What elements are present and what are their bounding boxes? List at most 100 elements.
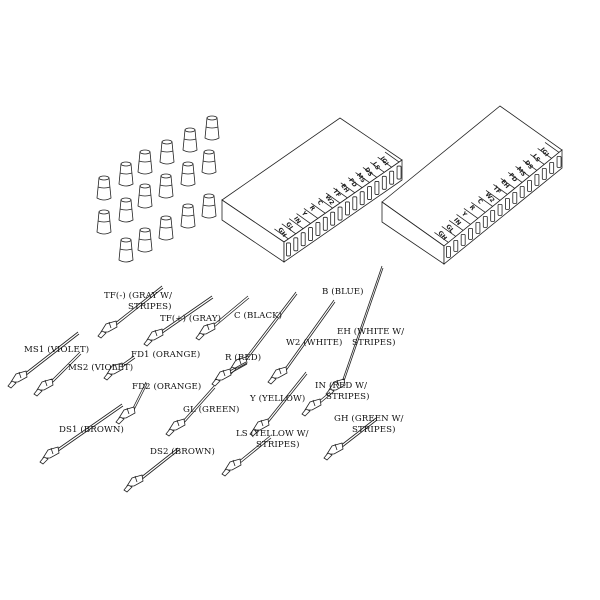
connector-slot [300, 232, 306, 247]
wire-nut-icon [204, 115, 220, 141]
connector-terminal-label: GH [276, 226, 287, 238]
connector-slot [359, 191, 365, 206]
connector-terminal-label: GH [436, 230, 448, 242]
connector-slot-top [355, 172, 370, 183]
connector-terminal-label: FD [347, 177, 358, 188]
connector-slot [322, 216, 328, 231]
label-eh-line1: EH (WHITE W/ [337, 326, 404, 337]
wire-terminal-icon [7, 331, 80, 389]
connector-terminal-label: MS [355, 172, 367, 184]
connector-slot-top [478, 196, 493, 207]
connector-terminal-label: Y [299, 209, 308, 218]
label-ls-line2: STRIPES) [256, 439, 300, 450]
wire-nut-icon [201, 193, 217, 219]
connector-slot-top [311, 202, 326, 214]
connector-slot-top [325, 192, 341, 204]
connector-slot-top [333, 187, 348, 199]
wire-nut-icon [137, 183, 153, 209]
label-r: R (RED) [225, 352, 261, 363]
wire-nut-icon [182, 127, 198, 153]
connector-slot-top [318, 197, 333, 209]
connector-slot [490, 209, 496, 222]
connector-slot-top [507, 172, 523, 183]
connector-terminal-label: IN [452, 217, 462, 227]
connector-slot [534, 173, 540, 186]
wire-nut-icon [118, 237, 134, 263]
label-tf-minus: TF(-) (GRAY W/ STRIPES) [104, 290, 175, 312]
wire-terminal-icon [97, 285, 164, 339]
connector-slot [286, 242, 291, 257]
connector-slot [541, 167, 547, 180]
connector-slot [308, 227, 313, 241]
connector-terminal-label: GL [444, 223, 455, 234]
label-b: B (BLUE) [322, 286, 364, 297]
connector-slot-top [274, 228, 289, 240]
wire-terminal-icon [221, 435, 272, 477]
connector-slot-top [434, 232, 449, 243]
label-in-line1: IN (RED W/ [315, 380, 367, 391]
wire-terminals-group [7, 265, 384, 493]
wire-terminal-icon [249, 371, 308, 437]
connector-slot-top [281, 223, 297, 235]
label-gh: GH (GREEN W/ STRIPES) [334, 413, 406, 435]
label-ls-line1: LS (YELLOW W/ [236, 428, 309, 439]
label-ds2: DS2 (BROWN) [150, 446, 215, 457]
connector-slot-top [530, 154, 545, 165]
wire-nut-icon [158, 215, 174, 241]
connector-slot [505, 197, 510, 210]
label-tf-plus: TF(+) (GRAY) [160, 313, 221, 324]
connector-slot-top [493, 184, 508, 195]
connector-terminal-label: EH [499, 178, 510, 189]
label-ms1: MS1 (VIOLET) [24, 344, 89, 355]
connector-slot [315, 222, 321, 236]
wire-nut-icon [180, 203, 196, 229]
connector-slot-top [288, 218, 304, 230]
connector-slot-top [500, 178, 516, 189]
wire-nut-icon [118, 197, 134, 223]
label-gl: GL (GREEN) [183, 404, 239, 415]
wire-nut-icon [137, 227, 153, 253]
connector-terminal-label: MS [515, 166, 527, 178]
connector-slot-top [456, 214, 471, 225]
wire-nut-icon [180, 161, 196, 187]
connector-slot-top [362, 167, 378, 178]
label-tf-minus-line2: STRIPES) [128, 301, 172, 312]
connector-slot-top [522, 160, 538, 171]
label-gh-line2: STRIPES) [352, 424, 396, 435]
connector-terminal-label: IGI [539, 146, 550, 158]
connector-slot [468, 227, 473, 240]
wire-nut-icon [159, 139, 175, 165]
wire-terminal-icon [267, 299, 336, 385]
connector-slot [519, 185, 525, 198]
label-gh-line1: GH (GREEN W/ [334, 413, 404, 424]
wire-terminal-icon [123, 447, 180, 493]
connector-slot-top [370, 161, 385, 173]
connector-terminal-label: Y [459, 210, 468, 219]
connector-terminal-label: W2 [323, 194, 335, 207]
connector-slot-top [347, 177, 363, 189]
wire-terminal-icon [323, 417, 378, 461]
label-eh-line2: STRIPES) [352, 337, 396, 348]
wire-nut-icon [96, 209, 112, 235]
connector-terminal-label: LS [531, 153, 542, 164]
label-c: C (BLACK) [234, 310, 282, 321]
connector-slot-top [448, 220, 464, 231]
connector-slots-left [274, 151, 402, 257]
wire-terminal-icon [39, 403, 124, 465]
connector-slot [460, 233, 466, 246]
connector-terminal-label: TF [331, 188, 341, 199]
connector-slot [374, 181, 380, 195]
connector-terminal-label: C [476, 198, 485, 206]
connector-slot [396, 165, 402, 180]
connector-slot [556, 155, 562, 168]
connector-terminal-label: IGI [379, 155, 390, 167]
connector-slots-right [434, 142, 562, 258]
connector-slot [293, 237, 299, 252]
connector-slot-top [471, 202, 486, 213]
label-fd1: FD1 (ORANGE) [131, 349, 200, 360]
connector-terminal-label: R [308, 205, 317, 213]
connector-terminal-label: GL [284, 221, 295, 232]
label-ms2: MS2 (VIOLET) [68, 362, 133, 373]
wire-terminal-icon [301, 391, 332, 417]
